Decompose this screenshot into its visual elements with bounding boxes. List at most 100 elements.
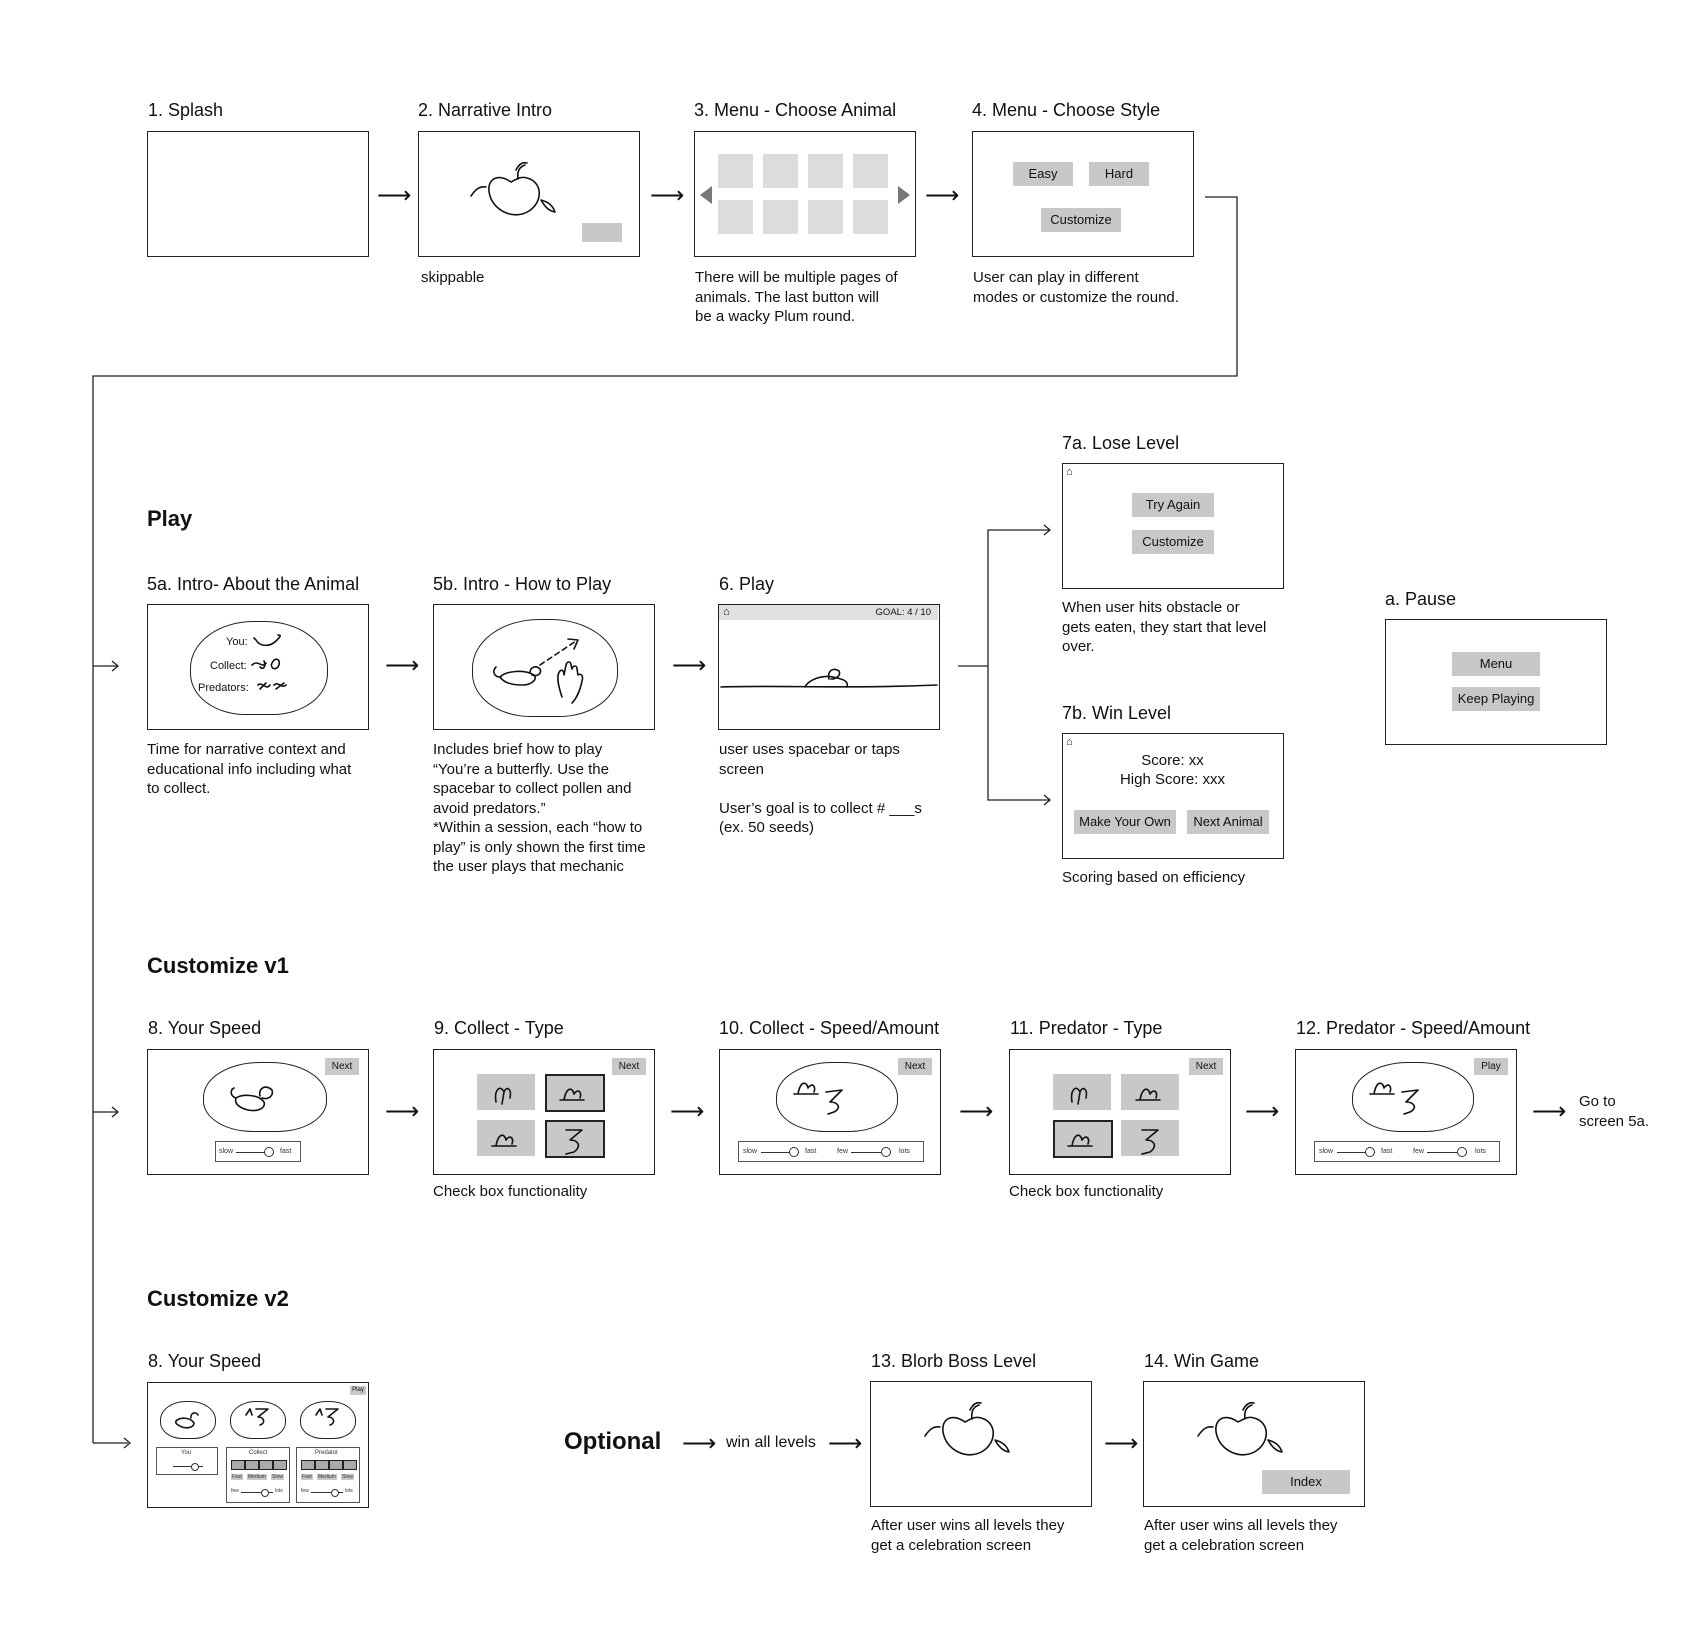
medium-button[interactable]: Medium <box>247 1474 267 1480</box>
score-text: Score: xx <box>1141 752 1204 769</box>
make-your-own-button[interactable]: Make Your Own <box>1074 810 1176 834</box>
intro-animal-note: Time for narrative context and education… <box>147 741 352 797</box>
arrow-icon: ⟶ <box>650 182 685 209</box>
intro-animal-title: 5a. Intro- About the Animal <box>147 574 360 594</box>
slow-button[interactable]: Slow <box>271 1474 284 1480</box>
status-bar <box>719 605 938 620</box>
predators-label: Predators: <box>198 682 249 694</box>
preview-panel <box>1352 1062 1474 1132</box>
lose-title: 7a. Lose Level <box>1062 433 1180 453</box>
cv2-speed-title: 8. Your Speed <box>148 1351 262 1371</box>
animal-tile[interactable] <box>853 200 888 234</box>
speed-amount-slider[interactable]: slow fast few lots <box>1314 1141 1500 1162</box>
play-title: 6. Play <box>719 574 775 594</box>
arrow-icon: ⟶ <box>1104 1430 1139 1457</box>
try-again-button[interactable]: Try Again <box>1132 493 1214 517</box>
customize-button[interactable]: Customize <box>1041 208 1121 232</box>
intro-animal-screen: You: Collect: Predators: <box>147 604 369 730</box>
hard-button[interactable]: Hard <box>1089 162 1149 186</box>
easy-button[interactable]: Easy <box>1013 162 1073 186</box>
how-to-play-note: Includes brief how to play “You’re a but… <box>433 741 646 875</box>
goto-note: Go to screen 5a. <box>1579 1093 1650 1130</box>
page-right-icon[interactable] <box>898 186 910 204</box>
speed-slider-handle[interactable] <box>191 1463 199 1471</box>
narrative-intro-title: 2. Narrative Intro <box>418 100 553 120</box>
animal-menu-screen <box>694 131 916 257</box>
narrative-intro-note: skippable <box>421 269 485 286</box>
next-button[interactable]: Next <box>898 1058 932 1075</box>
boss-title: 13. Blorb Boss Level <box>871 1351 1037 1371</box>
speed-amount-slider[interactable]: slow fast few lots <box>738 1141 924 1162</box>
ground-drawing <box>720 668 938 688</box>
home-icon[interactable]: ⌂ <box>1066 466 1073 478</box>
tutorial-panel <box>472 619 618 717</box>
speed-slider[interactable]: slow fast <box>215 1141 301 1162</box>
boss-screen <box>870 1381 1092 1507</box>
skip-button[interactable] <box>582 223 622 242</box>
predator-drawings <box>1067 1087 1161 1155</box>
preview-panel <box>203 1062 327 1132</box>
fast-button[interactable]: Fast <box>301 1474 313 1480</box>
arrow-icon: ⟶ <box>377 182 412 209</box>
customize-v2-heading: Customize v2 <box>147 1286 289 1311</box>
animal-tile[interactable] <box>853 154 888 188</box>
play-section-heading: Play <box>147 506 193 531</box>
amount-slider-handle[interactable] <box>261 1489 269 1497</box>
page-left-icon[interactable] <box>700 186 712 204</box>
tutorial-drawing <box>493 638 584 704</box>
cv1-collect-type-screen: Next <box>433 1049 655 1175</box>
arrow-icon: ⟶ <box>670 1098 705 1125</box>
animal-menu-title: 3. Menu - Choose Animal <box>694 100 897 120</box>
animal-tile[interactable] <box>718 200 753 234</box>
you-label: You: <box>226 636 248 648</box>
medium-button[interactable]: Medium <box>317 1474 337 1480</box>
home-icon[interactable]: ⌂ <box>1066 736 1073 748</box>
slow-button[interactable]: Slow <box>341 1474 354 1480</box>
predator-panel: Predator Fast Medium Slow few lots <box>296 1447 360 1503</box>
play-note: user uses spacebar or taps screen User’s… <box>719 741 922 836</box>
next-button[interactable]: Next <box>612 1058 646 1075</box>
win-screen: ⌂ Score: xx High Score: xxx Make Your Ow… <box>1062 733 1284 859</box>
preview-drawings <box>175 1408 339 1429</box>
cv1-predator-speed-screen: Play slow fast few lots <box>1295 1049 1517 1175</box>
collect-option[interactable] <box>477 1074 535 1110</box>
play-screen: ⌂ GOAL: 4 / 10 <box>718 604 940 730</box>
cv1-speed-screen: Next slow fast <box>147 1049 369 1175</box>
arrow-icon: ⟶ <box>925 182 960 209</box>
animal-tile[interactable] <box>718 154 753 188</box>
lose-note: When user hits obstacle or gets eaten, t… <box>1062 599 1267 655</box>
keep-playing-button[interactable]: Keep Playing <box>1452 687 1540 711</box>
arrow-icon: ⟶ <box>959 1098 994 1125</box>
win-game-screen: Index <box>1143 1381 1365 1507</box>
predator-option[interactable] <box>1121 1120 1179 1156</box>
preview-panel <box>776 1062 898 1132</box>
arrow-icon: ⟶ <box>828 1430 863 1457</box>
animal-tile[interactable] <box>763 154 798 188</box>
arrow-icon: ⟶ <box>385 1098 420 1125</box>
index-button[interactable]: Index <box>1262 1470 1350 1494</box>
menu-button[interactable]: Menu <box>1452 652 1540 676</box>
narrative-intro-screen <box>418 131 640 257</box>
next-animal-button[interactable]: Next Animal <box>1187 810 1269 834</box>
boss-note: After user wins all levels they get a ce… <box>871 1517 1065 1554</box>
goal-counter: GOAL: 4 / 10 <box>875 607 931 618</box>
customize-button[interactable]: Customize <box>1132 530 1214 554</box>
style-menu-note: User can play in different modes or cust… <box>973 269 1179 306</box>
cv1-collect-speed-screen: Next slow fast few lots <box>719 1049 941 1175</box>
play-button[interactable]: Play <box>350 1386 366 1395</box>
win-game-title: 14. Win Game <box>1144 1351 1260 1371</box>
splash-screen <box>147 131 369 257</box>
amount-slider-handle[interactable] <box>331 1489 339 1497</box>
animal-tile[interactable] <box>808 200 843 234</box>
arrow-icon: ⟶ <box>1532 1098 1567 1125</box>
next-button[interactable]: Next <box>325 1058 359 1075</box>
animal-icons <box>251 634 287 690</box>
next-button[interactable]: Next <box>1189 1058 1223 1075</box>
home-icon[interactable]: ⌂ <box>723 606 730 618</box>
animal-tile[interactable] <box>763 200 798 234</box>
play-button[interactable]: Play <box>1474 1058 1508 1075</box>
fast-button[interactable]: Fast <box>231 1474 243 1480</box>
animal-tile[interactable] <box>808 154 843 188</box>
predator-option[interactable] <box>1053 1074 1111 1110</box>
